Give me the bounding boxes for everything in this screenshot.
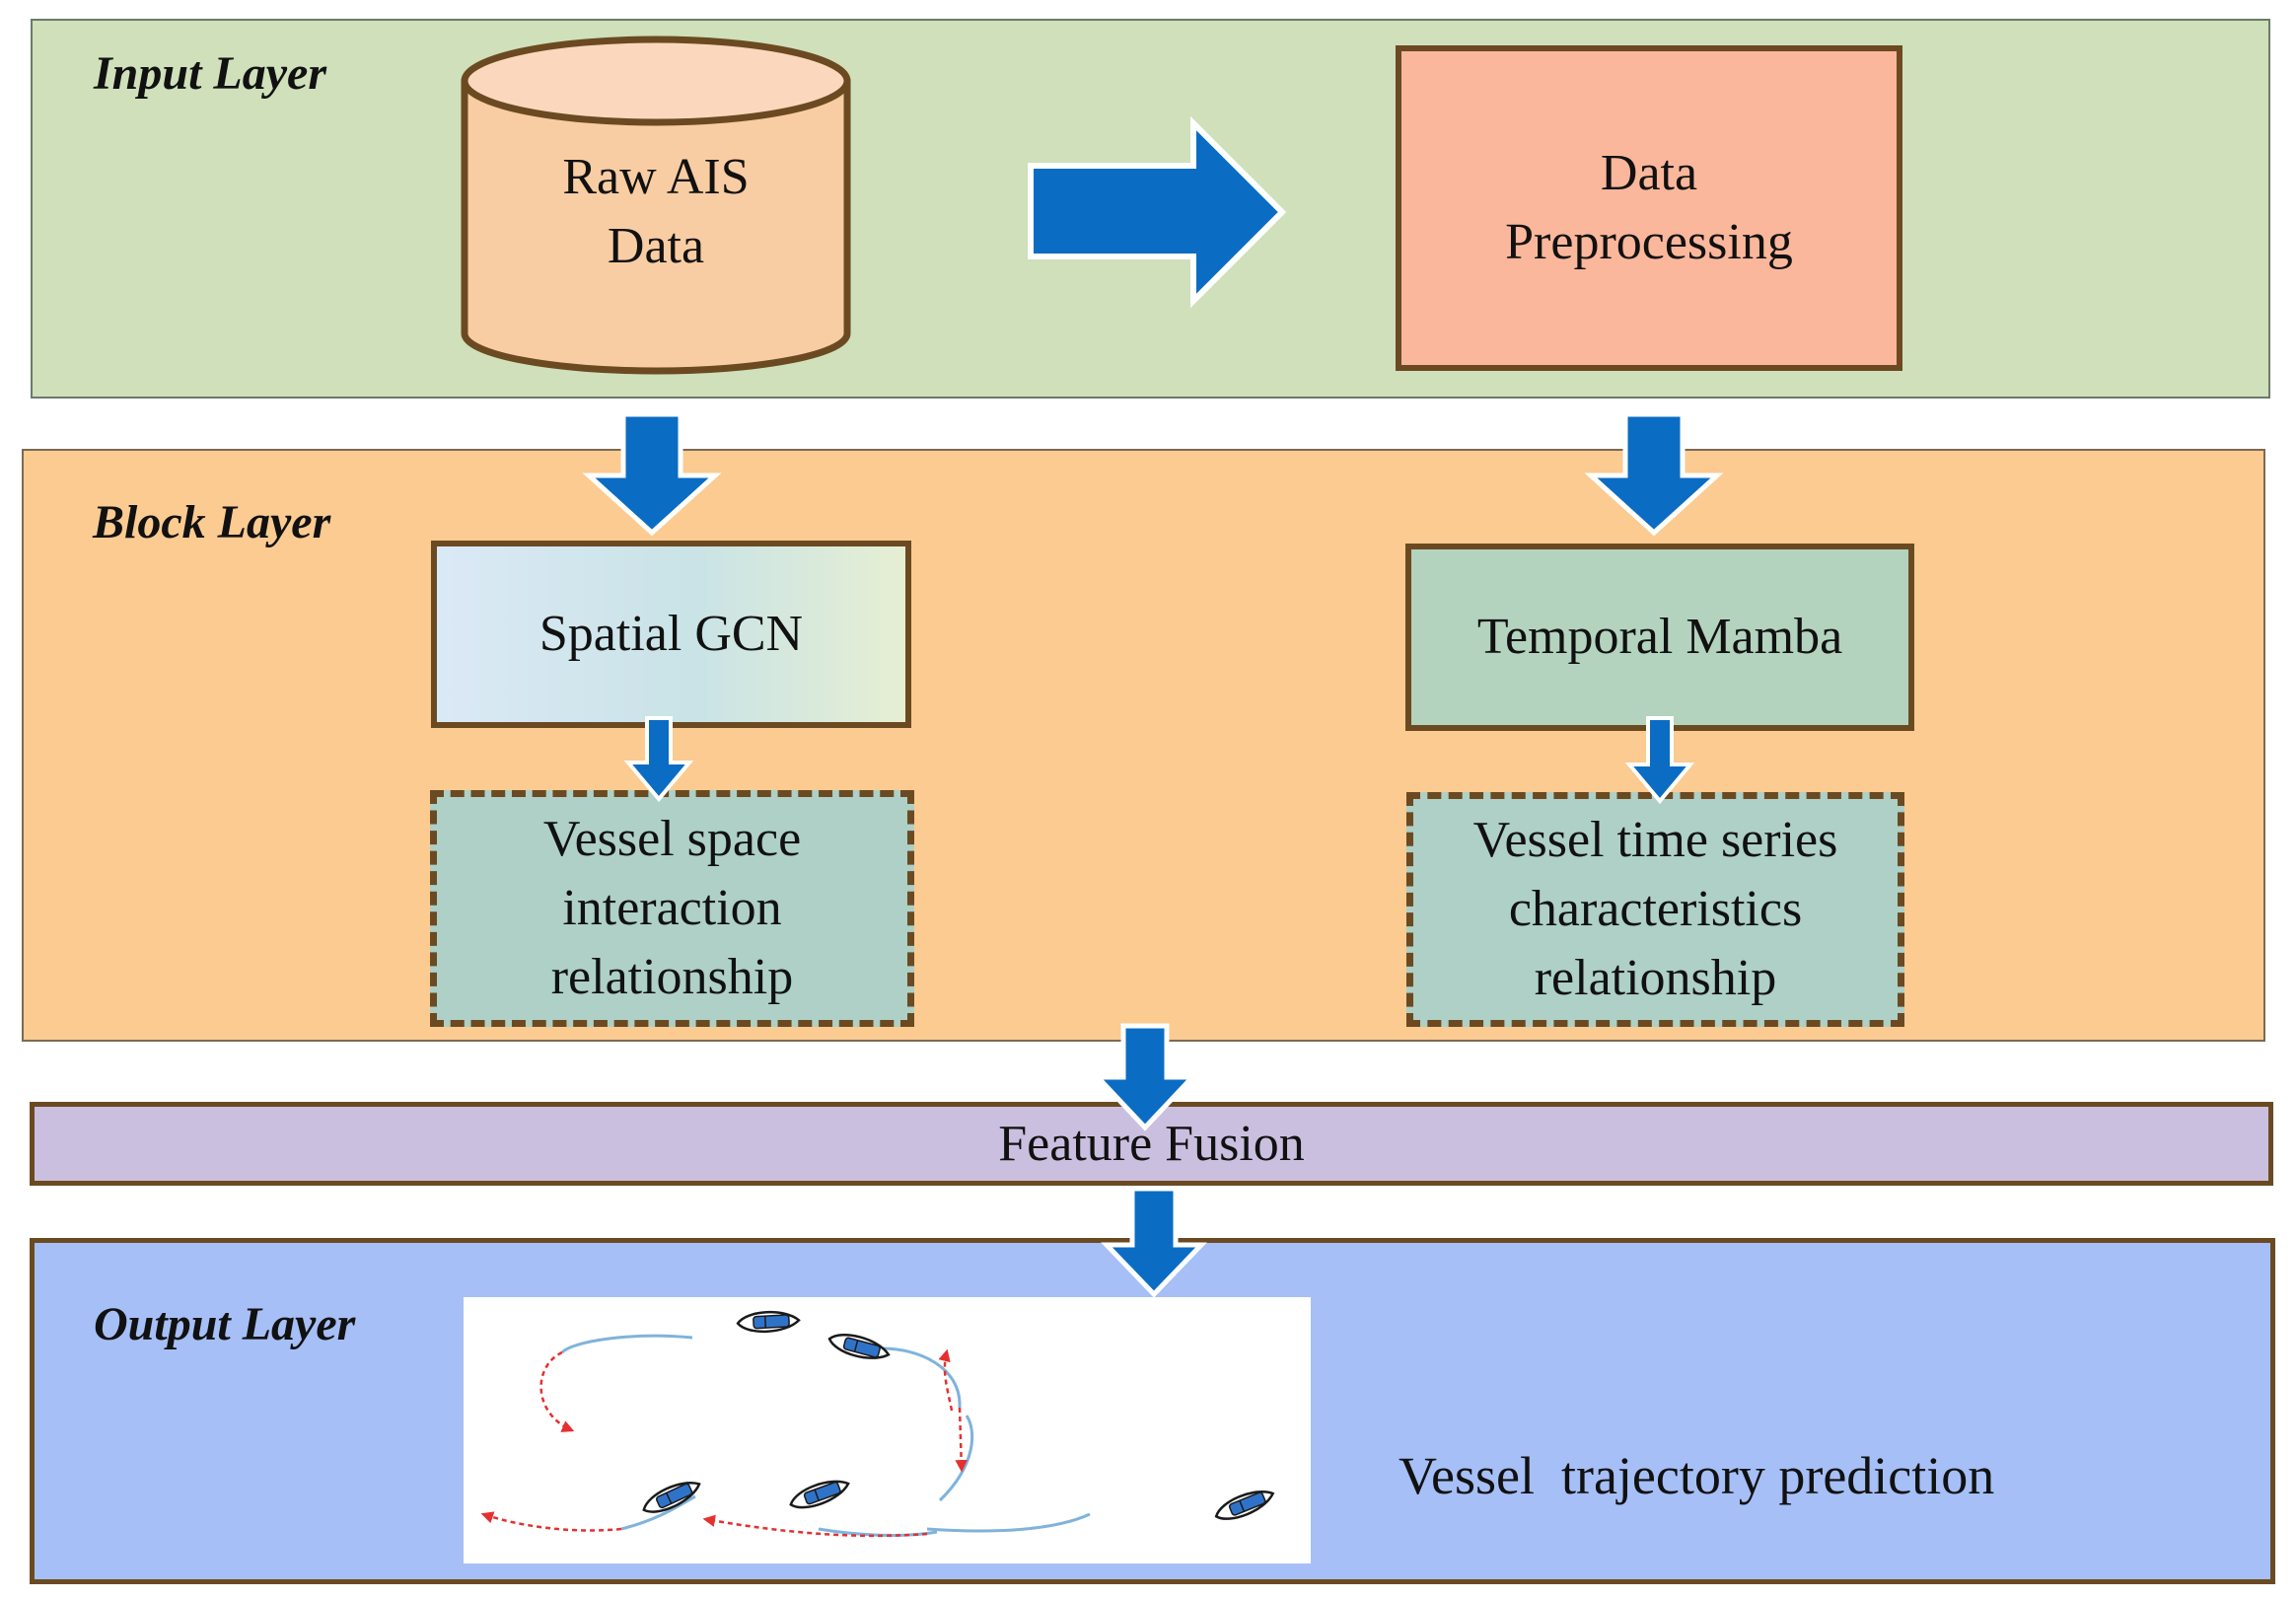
output-layer-title: Output Layer xyxy=(94,1298,356,1350)
feature-fusion-label: Feature Fusion xyxy=(998,1116,1305,1172)
vessel-space-interaction-label: Vessel space interaction relationship xyxy=(542,811,802,1005)
predicted-track-2 xyxy=(955,1407,968,1473)
arrow-down-icon xyxy=(623,716,694,803)
observed-track-2 xyxy=(882,1346,962,1409)
raw-ais-data-box: Raw AIS Data xyxy=(465,99,847,326)
trajectory-illustration xyxy=(464,1297,1311,1564)
predicted-track-1 xyxy=(539,1350,575,1432)
temporal-mamba-label: Temporal Mamba xyxy=(1476,609,1843,665)
block-layer-title: Block Layer xyxy=(93,496,331,548)
arrow-down-icon xyxy=(1624,716,1695,805)
predicted-track-4 xyxy=(480,1511,622,1532)
raw-ais-data-label: Raw AIS Data xyxy=(562,149,750,274)
spatial-gcn-box: Spatial GCN xyxy=(431,541,911,728)
observed-track-4 xyxy=(620,1494,696,1531)
vessel-trajectory-prediction-label: Vessel trajectory prediction xyxy=(1399,1446,1995,1505)
observed-track-6 xyxy=(926,1512,1091,1533)
predicted-track-3 xyxy=(938,1348,954,1412)
data-preprocessing-box: Data Preprocessing xyxy=(1396,45,1902,371)
arrow-down-icon xyxy=(1584,411,1724,537)
observed-track-3 xyxy=(938,1415,974,1502)
vessel-space-interaction-box: Vessel space interaction relationship xyxy=(430,790,914,1027)
vessel-time-series-box: Vessel time series characteristics relat… xyxy=(1406,792,1904,1027)
arrow-down-icon xyxy=(1101,1186,1207,1298)
input-layer-title: Input Layer xyxy=(94,47,327,100)
vessel-time-series-label: Vessel time series characteristics relat… xyxy=(1472,812,1838,1006)
database-icon xyxy=(461,36,851,375)
spatial-gcn-label: Spatial GCN xyxy=(538,606,804,662)
data-preprocessing-label: Data Preprocessing xyxy=(1505,145,1793,270)
observed-track-1 xyxy=(560,1334,693,1354)
arrow-down-icon xyxy=(582,411,722,537)
arrow-right-icon xyxy=(1028,115,1287,309)
arrow-down-icon xyxy=(1092,1023,1198,1131)
temporal-mamba-box: Temporal Mamba xyxy=(1405,544,1914,731)
trajectory-canvas xyxy=(480,1309,1278,1538)
